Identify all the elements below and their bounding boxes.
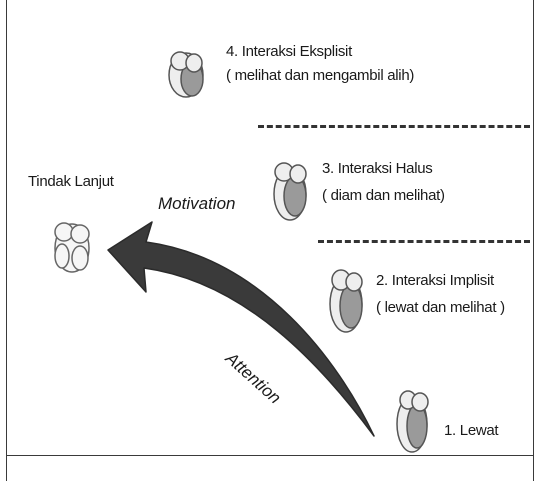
stage-2-label: 2. Interaksi Implisit (376, 271, 494, 291)
person-head-icon-stage-4 (169, 52, 203, 97)
stage-2-detail: ( lewat dan melihat ) (376, 298, 505, 318)
progress-arrow (108, 222, 374, 436)
outcome-label: Tindak Lanjut (28, 172, 114, 192)
stage-1-label: 1. Lewat (444, 421, 498, 441)
motivation-label: Motivation (158, 194, 235, 214)
person-head-icon-stage-3 (274, 163, 306, 220)
stage-4-detail: ( melihat dan mengambil alih) (226, 66, 414, 86)
stage-3-detail: ( diam dan melihat) (322, 186, 445, 206)
person-head-icon-stage-2 (330, 270, 362, 332)
person-head-icon-outcome (55, 223, 89, 272)
stage-3-label: 3. Interaksi Halus (322, 159, 432, 179)
stage-4-label: 4. Interaksi Eksplisit (226, 42, 352, 62)
person-head-icon-stage-1 (397, 391, 428, 452)
